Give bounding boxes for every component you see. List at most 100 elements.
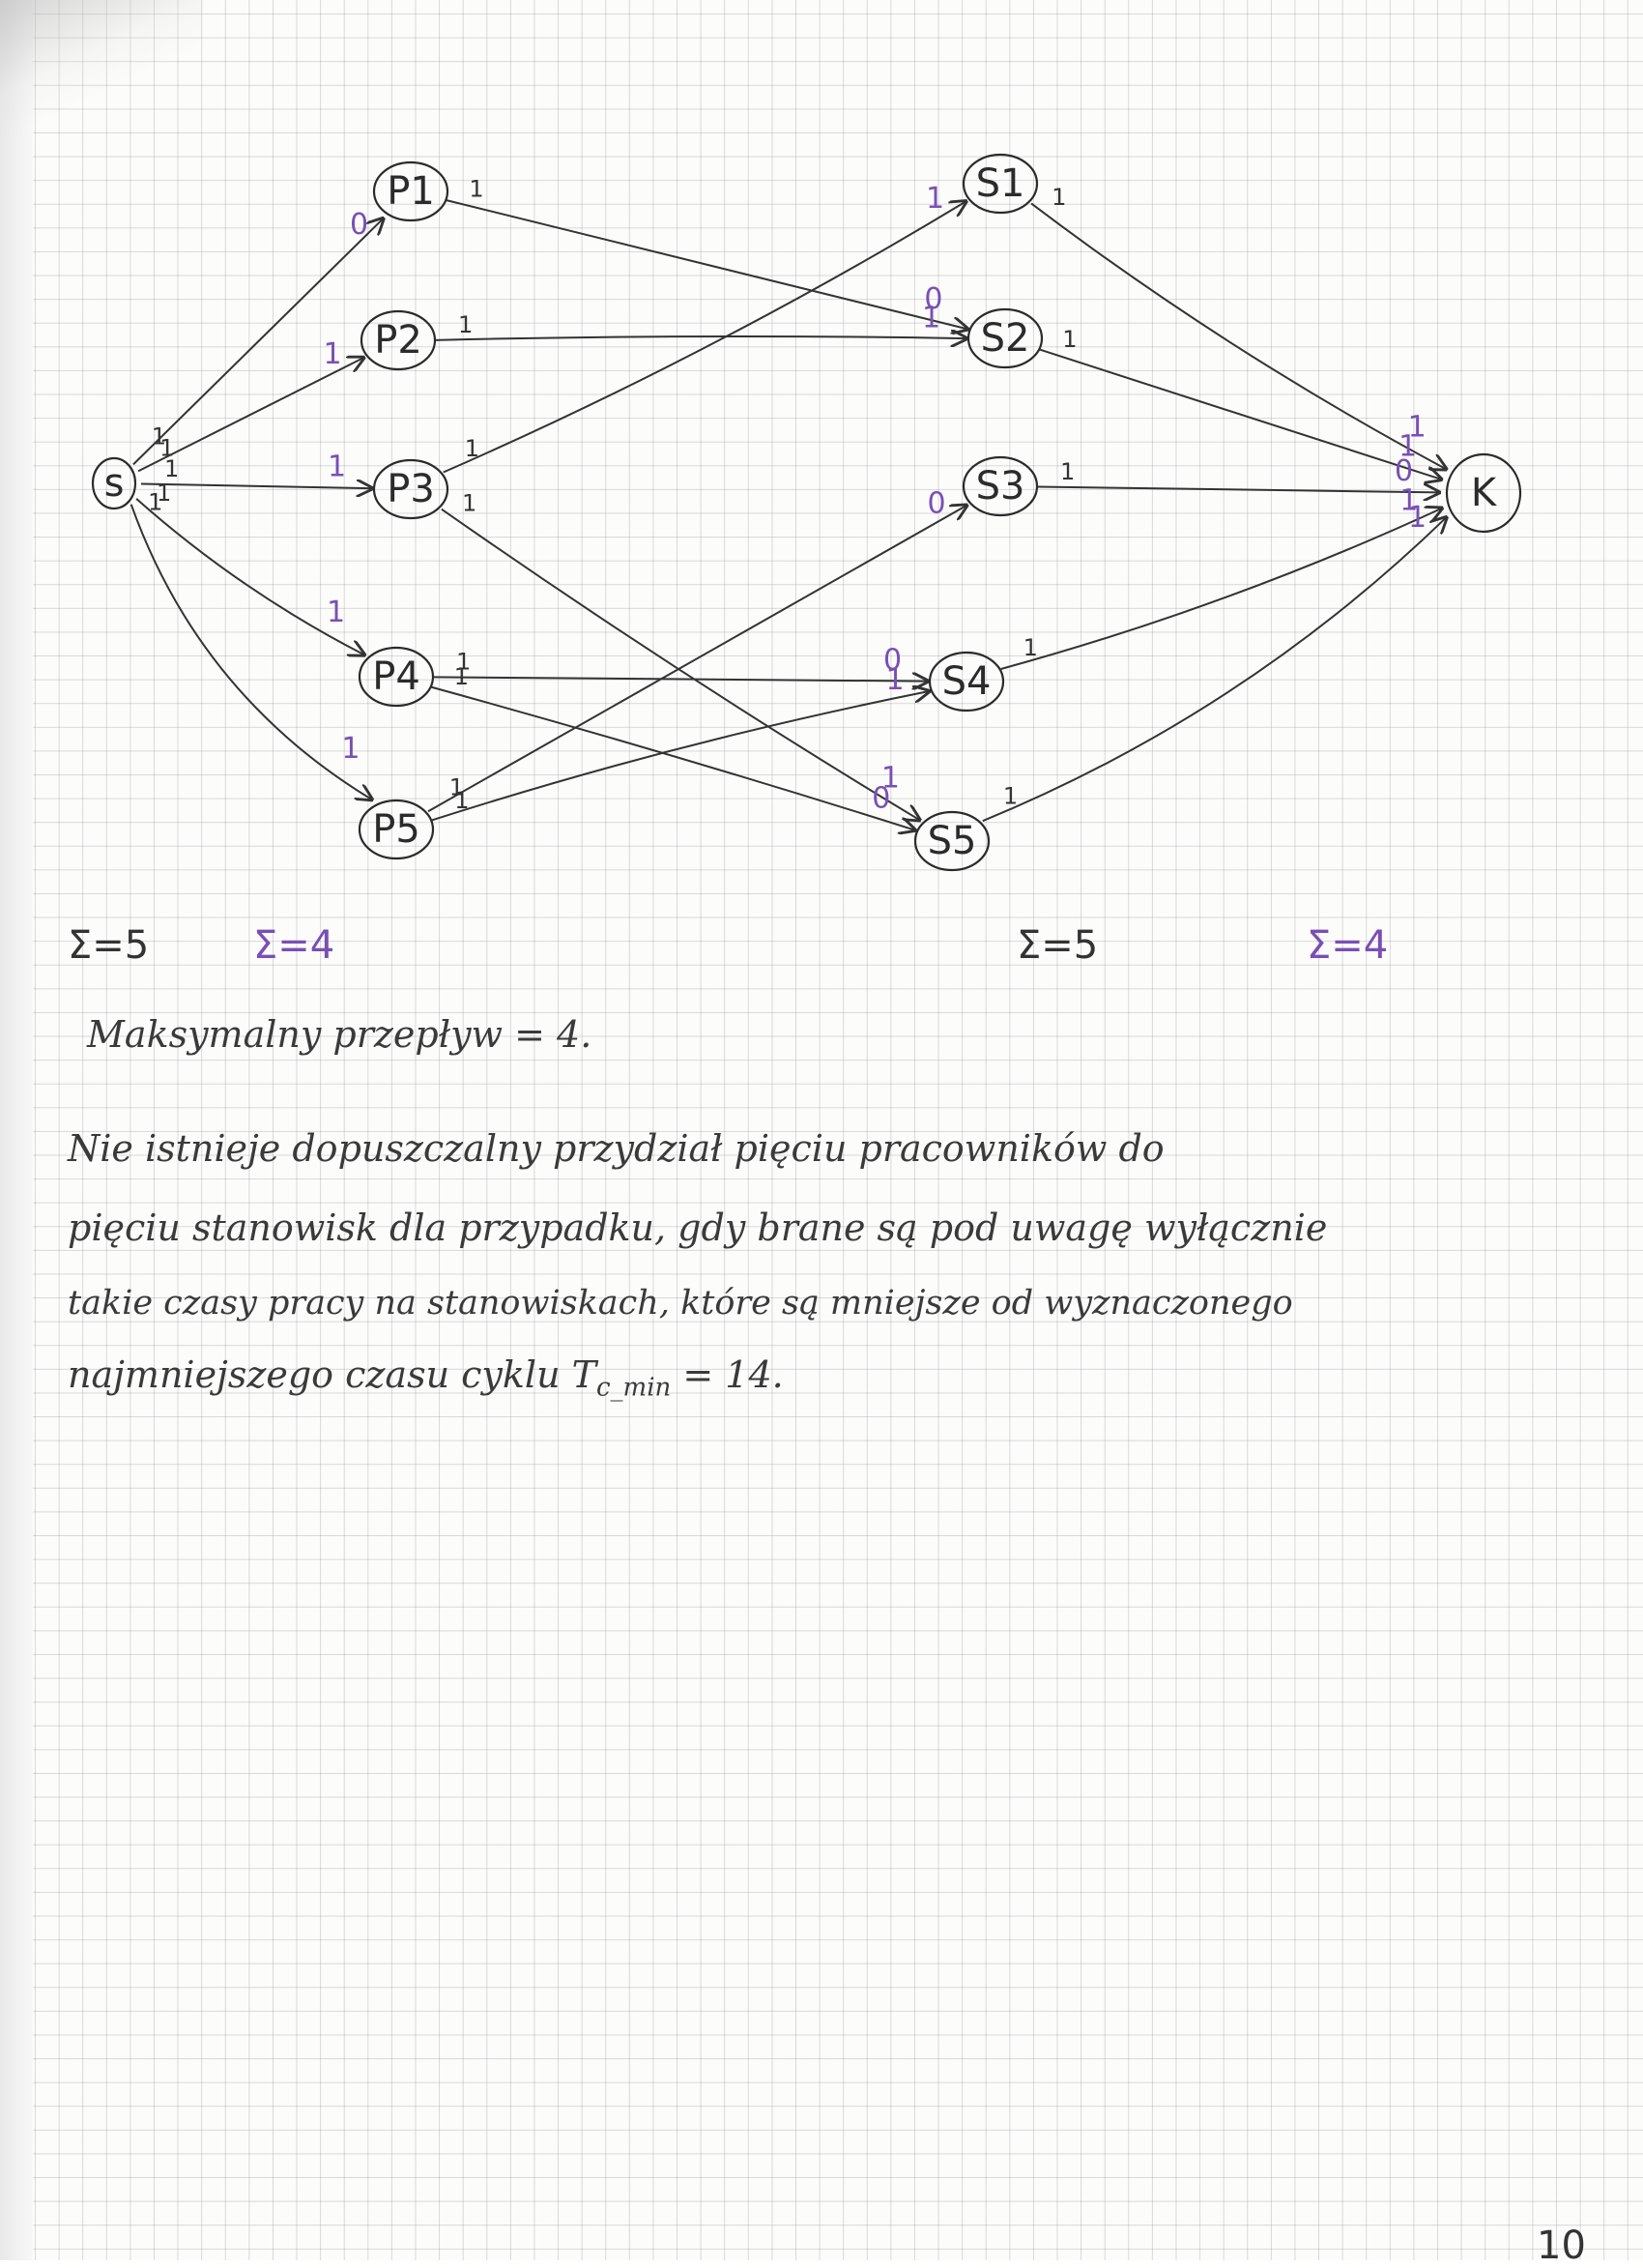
flow-label-s4-k: 1 <box>1399 483 1418 517</box>
node-label-k: K <box>1471 471 1498 515</box>
edge-p3-s5 <box>441 508 920 820</box>
node-label-s: s <box>104 461 125 506</box>
flow-label-p2-s2: 1 <box>922 301 940 334</box>
node-circle-p5 <box>358 799 435 860</box>
capacity-label-s5-k: 1 <box>1003 782 1018 809</box>
node-s4: S4 <box>928 651 1005 712</box>
flow-label-s-p5: 1 <box>341 732 360 766</box>
node-s: s <box>91 456 137 510</box>
node-label-p2: P2 <box>374 318 422 363</box>
edge-s5-k <box>982 517 1447 823</box>
edge-s1-k <box>1030 202 1446 469</box>
node-s1: S1 <box>962 153 1039 215</box>
node-circle-p3 <box>372 458 449 520</box>
node-circle-k <box>1445 452 1522 534</box>
conclusion-line-3: takie czasy pracy na stanowiskach, które… <box>68 1284 1293 1323</box>
capacity-label-p1-s2: 1 <box>469 175 483 202</box>
node-p2: P2 <box>360 309 437 371</box>
node-label-p4: P4 <box>372 654 420 699</box>
node-label-p3: P3 <box>387 467 435 511</box>
capacity-label-s-p4: 1 <box>157 480 171 507</box>
node-label-p1: P1 <box>387 169 435 214</box>
flow-label-s-p2: 1 <box>324 337 342 371</box>
edge-s-p3 <box>140 484 372 489</box>
node-label-s3: S3 <box>976 464 1025 509</box>
flow-label-s-p4: 1 <box>327 596 345 629</box>
edge-p5-s3 <box>427 506 966 813</box>
edge-s-p5 <box>130 504 372 800</box>
edge-s-p2 <box>137 358 363 473</box>
flow-label-p4-s5: 0 <box>872 781 890 815</box>
sum-right-flow: Σ=4 <box>1307 923 1389 968</box>
node-s3: S3 <box>962 455 1039 517</box>
edge-s3-k <box>1036 487 1439 493</box>
node-p1: P1 <box>372 160 449 222</box>
capacity-label-s-p1: 1 <box>152 423 166 451</box>
cycle-time-subscript: c_min <box>595 1373 672 1403</box>
capacity-label-p2-s2: 1 <box>458 311 473 338</box>
flow-label-p5-s3: 0 <box>927 487 945 521</box>
flow-label-s-p3: 1 <box>328 450 346 483</box>
flow-label-s5-k: 1 <box>1408 501 1427 535</box>
capacity-label-p3-s1: 1 <box>465 435 479 462</box>
flow-label-p1-s2: 0 <box>924 282 942 316</box>
edge-p4-s5 <box>431 685 914 830</box>
conclusion-line-1: Nie istnieje dopuszczalny przydział pięc… <box>68 1127 1165 1170</box>
edge-p3-s1 <box>443 201 966 474</box>
flow-label-p3-s1: 1 <box>926 182 944 216</box>
node-s2: S2 <box>966 307 1044 369</box>
node-circle-p4 <box>358 646 435 708</box>
node-label-s1: S1 <box>976 161 1025 206</box>
capacity-label-s-p2: 1 <box>159 434 174 461</box>
node-circle-s2 <box>966 307 1044 369</box>
edge-s-p4 <box>135 498 364 655</box>
node-label-p5: P5 <box>372 807 420 852</box>
page-number: 10 <box>1537 2224 1586 2268</box>
capacity-label-p3-s5: 1 <box>462 490 476 517</box>
node-circle-s1 <box>962 153 1039 215</box>
node-circle-s3 <box>962 455 1039 517</box>
node-circle-s4 <box>928 651 1005 712</box>
capacity-label-s4-k: 1 <box>1023 634 1038 661</box>
node-circle-s <box>91 456 137 510</box>
conclusion-line-4: najmniejszego czasu cyklu Tc_min = 14. <box>68 1353 784 1403</box>
capacity-label-s2-k: 1 <box>1062 326 1077 353</box>
conclusion-line-2: pięciu stanowisk dla przypadku, gdy bran… <box>68 1207 1328 1249</box>
node-p4: P4 <box>358 646 435 708</box>
node-p5: P5 <box>358 799 435 860</box>
capacity-label-s-p3: 1 <box>164 455 179 482</box>
edge-p5-s4 <box>431 691 929 822</box>
cycle-time-value: = 14. <box>671 1353 784 1396</box>
conclusion-line-4-text: najmniejszego czasu cyklu T <box>68 1353 596 1396</box>
edge-p4-s4 <box>432 677 928 681</box>
capacity-label-p4-s5: 1 <box>454 663 469 690</box>
capacity-label-s3-k: 1 <box>1060 458 1075 485</box>
node-circle-s5 <box>913 810 991 872</box>
capacity-label-s1-k: 1 <box>1052 184 1066 211</box>
sum-left-flow: Σ=4 <box>253 923 335 968</box>
edge-p2-s2 <box>434 336 966 340</box>
node-k: K <box>1445 452 1522 534</box>
node-label-s2: S2 <box>981 316 1030 361</box>
edge-s-p1 <box>132 218 384 466</box>
capacity-label-p5-s3: 1 <box>449 773 464 800</box>
capacity-label-s-p5: 1 <box>148 489 162 516</box>
node-circle-p2 <box>360 309 437 371</box>
node-label-s4: S4 <box>942 659 992 704</box>
capacity-label-p5-s4: 1 <box>454 787 469 814</box>
node-p3: P3 <box>372 458 449 520</box>
sum-right-capacity: Σ=5 <box>1017 923 1099 968</box>
max-flow-statement: Maksymalny przepływ = 4. <box>87 1013 592 1056</box>
node-circle-p1 <box>372 160 449 222</box>
flow-label-s3-k: 0 <box>1395 454 1413 488</box>
sum-left-capacity: Σ=5 <box>68 923 150 968</box>
flow-label-p4-s4: 0 <box>883 643 902 677</box>
edge-s2-k <box>1039 348 1441 480</box>
flow-label-p3-s5: 1 <box>881 761 900 795</box>
flow-label-s-p1: 0 <box>350 208 368 242</box>
edge-s4-k <box>1000 509 1442 670</box>
flow-label-s1-k: 1 <box>1408 411 1427 445</box>
capacity-label-p4-s4: 1 <box>456 648 471 675</box>
